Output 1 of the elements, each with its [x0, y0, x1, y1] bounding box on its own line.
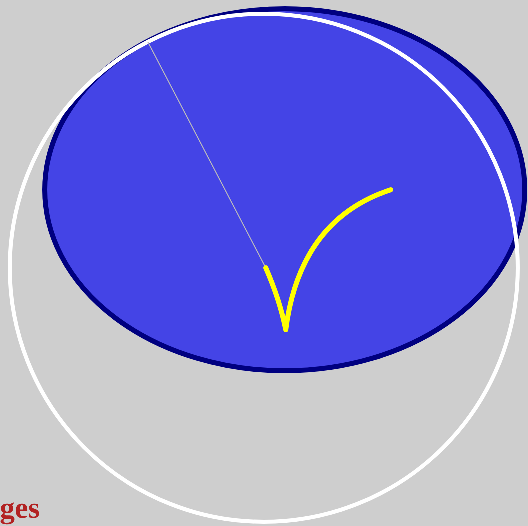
heading-fragment: ges [0, 494, 40, 524]
